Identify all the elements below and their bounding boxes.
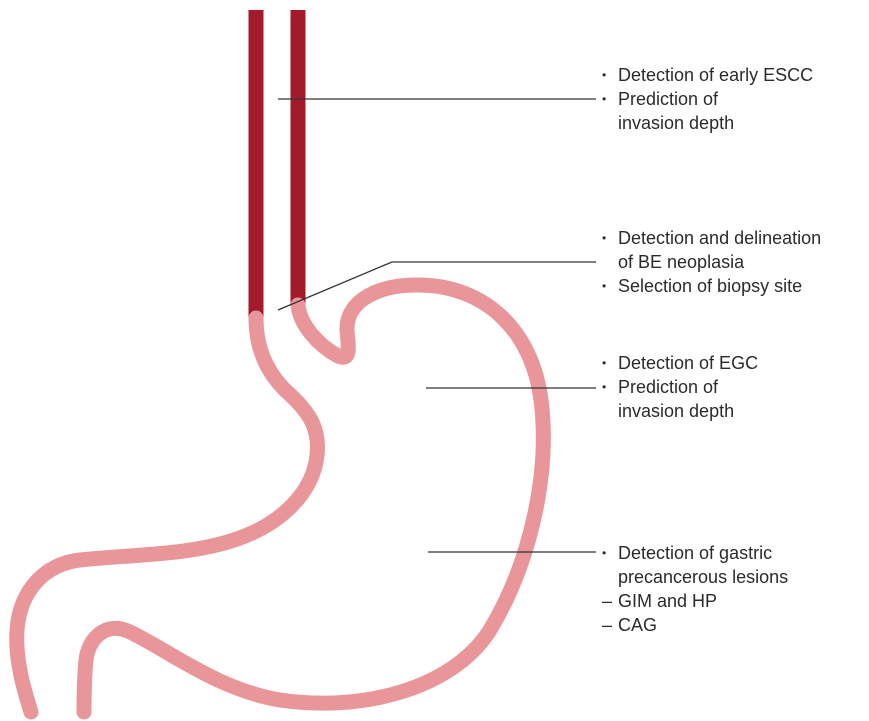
annotation-line: of BE neoplasia: [602, 250, 821, 274]
annotation-line: •Prediction of: [602, 375, 758, 399]
annotation-line: –GIM and HP: [602, 589, 788, 613]
leader-lines: [278, 99, 596, 552]
esophagus: [256, 10, 298, 318]
bullet-glyph: •: [602, 375, 618, 399]
annotation-text: invasion depth: [618, 401, 734, 421]
annotation-text: Prediction of: [618, 89, 718, 109]
annotation-line: •Detection of early ESCC: [602, 63, 813, 87]
annotation-precancerous: •Detection of gastric precancerous lesio…: [602, 541, 788, 637]
annotation-line: precancerous lesions: [602, 565, 788, 589]
annotation-text: Detection of gastric: [618, 543, 772, 563]
bullet-glyph: •: [602, 226, 618, 250]
annotation-text: Detection and delineation: [618, 228, 821, 248]
annotation-text: of BE neoplasia: [618, 252, 744, 272]
annotation-barrett: •Detection and delineation of BE neoplas…: [602, 226, 821, 298]
annotation-line: invasion depth: [602, 399, 758, 423]
annotation-line: •Detection and delineation: [602, 226, 821, 250]
annotation-line: •Detection of EGC: [602, 351, 758, 375]
annotation-text: invasion depth: [618, 113, 734, 133]
annotation-text: Detection of early ESCC: [618, 65, 813, 85]
annotation-text: Detection of EGC: [618, 353, 758, 373]
dash-glyph: –: [602, 613, 618, 637]
stomach-outer-wall: [84, 285, 543, 712]
annotation-text: precancerous lesions: [618, 567, 788, 587]
annotation-text: Prediction of: [618, 377, 718, 397]
annotation-line: invasion depth: [602, 111, 813, 135]
bullet-glyph: •: [602, 351, 618, 375]
annotation-line: –CAG: [602, 613, 788, 637]
bullet-glyph: •: [602, 87, 618, 111]
annotation-line: •Selection of biopsy site: [602, 274, 821, 298]
dash-glyph: –: [602, 589, 618, 613]
bullet-glyph: •: [602, 541, 618, 565]
annotation-text: GIM and HP: [618, 591, 717, 611]
annotation-esophagus: •Detection of early ESCC •Prediction of …: [602, 63, 813, 135]
bullet-glyph: •: [602, 274, 618, 298]
stomach: [17, 285, 544, 712]
annotation-text: Selection of biopsy site: [618, 276, 802, 296]
annotation-text: CAG: [618, 615, 657, 635]
annotation-line: •Detection of gastric: [602, 541, 788, 565]
annotation-gastric: •Detection of EGC •Prediction of invasio…: [602, 351, 758, 423]
bullet-glyph: •: [602, 63, 618, 87]
annotation-line: •Prediction of: [602, 87, 813, 111]
